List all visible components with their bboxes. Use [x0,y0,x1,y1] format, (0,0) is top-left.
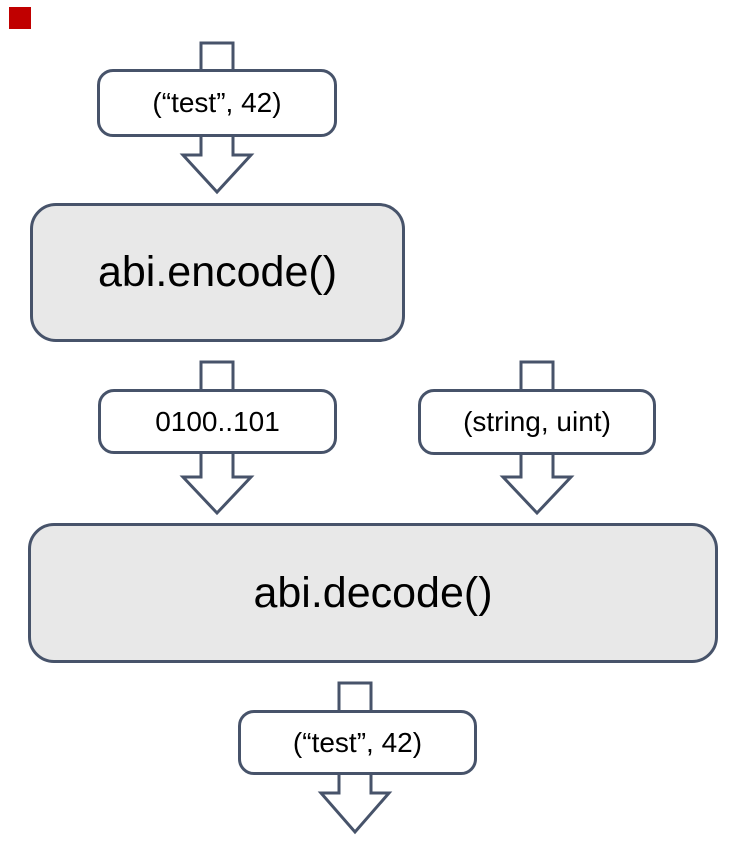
red-marker [9,7,31,29]
type-tuple-box: (string, uint) [418,389,656,455]
abi-encode-label: abi.encode() [97,248,338,296]
abi-encode-box: abi.encode() [30,203,405,342]
abi-decode-label: abi.decode() [253,568,493,617]
input-tuple-label: (“test”, 42) [152,87,282,118]
encoded-bytes-label: 0100..101 [155,405,280,437]
output-tuple-box: (“test”, 42) [238,710,477,775]
abi-decode-box: abi.decode() [28,523,718,663]
output-tuple-label: (“test”, 42) [292,726,423,758]
type-tuple-label: (string, uint) [463,406,611,437]
input-tuple-box: (“test”, 42) [97,69,337,137]
encoded-bytes-box: 0100..101 [98,389,337,454]
